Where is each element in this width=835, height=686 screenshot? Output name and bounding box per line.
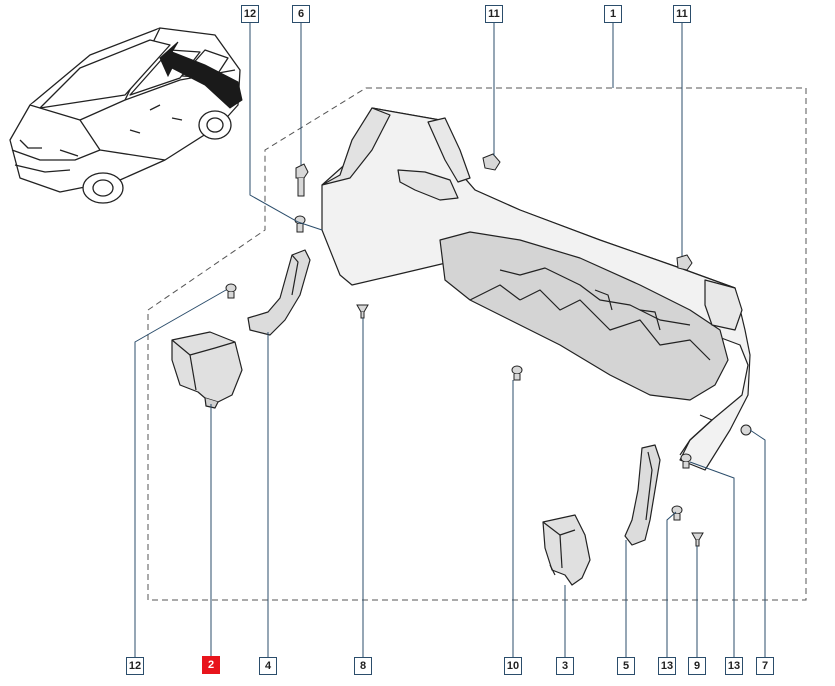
callout-13-left[interactable]: 13 <box>658 657 676 675</box>
callout-12-top-left[interactable]: 12 <box>241 5 259 23</box>
fastener-10 <box>511 365 523 381</box>
callout-8[interactable]: 8 <box>354 657 372 675</box>
callout-7[interactable]: 7 <box>756 657 774 675</box>
callout-13-right[interactable]: 13 <box>725 657 743 675</box>
rear-bumper <box>321 107 751 471</box>
vehicle-location-icon <box>9 27 241 204</box>
fastener-8 <box>356 304 369 319</box>
callout-3[interactable]: 3 <box>556 657 574 675</box>
fastener-7 <box>740 424 752 436</box>
callout-2-highlighted[interactable]: 2 <box>202 656 220 674</box>
callout-9[interactable]: 9 <box>688 657 706 675</box>
callout-11-right[interactable]: 11 <box>673 5 691 23</box>
callout-4[interactable]: 4 <box>259 657 277 675</box>
callout-5[interactable]: 5 <box>617 657 635 675</box>
fastener-9 <box>691 532 704 547</box>
part-2-cover <box>171 331 243 409</box>
part-3-cover <box>542 514 591 586</box>
fasteners <box>225 153 752 547</box>
callout-10[interactable]: 10 <box>504 657 522 675</box>
fastener-11-top <box>482 153 501 171</box>
fastener-12-left <box>225 283 237 299</box>
fastener-13-lower <box>671 505 683 521</box>
fastener-11-right <box>676 254 693 271</box>
callout-1[interactable]: 1 <box>604 5 622 23</box>
callout-12-bottom[interactable]: 12 <box>126 657 144 675</box>
leader-lines <box>134 22 766 657</box>
fastener-6 <box>295 163 309 197</box>
part-4-bracket <box>247 249 311 336</box>
part-5-bracket <box>624 444 661 546</box>
callout-11-top[interactable]: 11 <box>485 5 503 23</box>
callout-6[interactable]: 6 <box>292 5 310 23</box>
assembly-boundary <box>147 87 807 601</box>
fastener-13-upper <box>680 453 692 469</box>
arrow-icon <box>159 41 243 109</box>
